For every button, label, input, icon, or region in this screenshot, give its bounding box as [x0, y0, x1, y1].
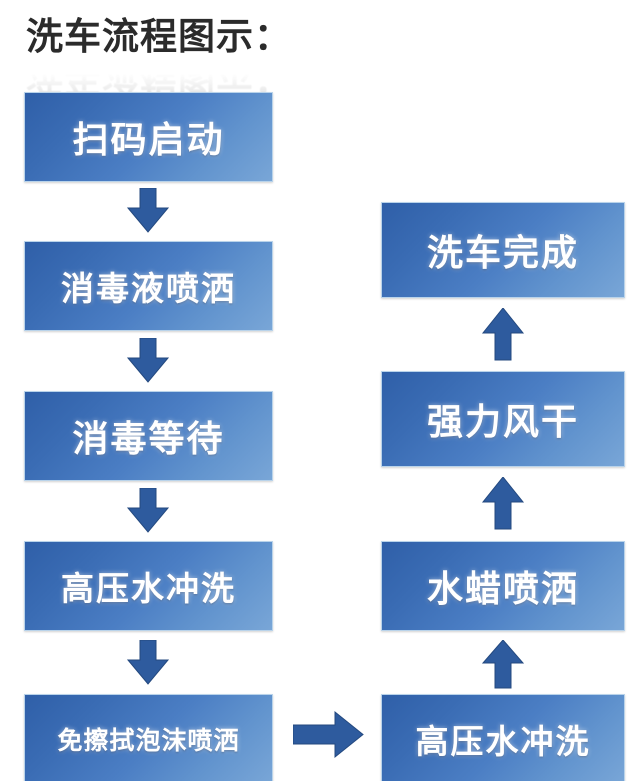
node-label: 扫码启动 — [72, 120, 225, 161]
node-label: 消毒等待 — [72, 419, 225, 460]
node-disinfect-spray[interactable]: 消毒液喷洒 — [24, 241, 273, 331]
arrow-down-icon-2 — [126, 338, 170, 384]
arrow-down-icon-4 — [126, 640, 170, 686]
arrow-down-icon-3 — [126, 488, 170, 534]
arrow-up-icon-1 — [481, 308, 525, 362]
node-power-dry[interactable]: 强力风干 — [381, 371, 625, 467]
arrow-right-icon — [293, 708, 365, 762]
node-high-pressure-rinse-1[interactable]: 高压水冲洗 — [24, 541, 273, 631]
node-high-pressure-rinse-2[interactable]: 高压水冲洗 — [381, 694, 625, 781]
arrow-up-icon-3 — [481, 640, 525, 690]
node-wax-spray[interactable]: 水蜡喷洒 — [381, 541, 625, 631]
node-label: 免擦拭泡沫喷洒 — [57, 726, 240, 755]
node-scan-start[interactable]: 扫码启动 — [24, 92, 273, 182]
node-label: 洗车完成 — [426, 233, 579, 274]
node-label: 消毒液喷洒 — [61, 269, 236, 308]
node-disinfect-wait[interactable]: 消毒等待 — [24, 391, 273, 481]
page-title-text: 洗车流程图示： — [26, 15, 292, 58]
node-foam-spray[interactable]: 免擦拭泡沫喷洒 — [24, 694, 273, 781]
arrow-up-icon-2 — [481, 477, 525, 531]
node-label: 强力风干 — [426, 402, 579, 443]
node-label: 水蜡喷洒 — [426, 569, 579, 610]
node-label: 高压水冲洗 — [61, 569, 236, 608]
arrow-down-icon-1 — [126, 188, 170, 234]
page-title: 洗车流程图示： 洗车流程图示： — [26, 14, 356, 103]
node-label: 高压水冲洗 — [415, 722, 591, 761]
node-wash-complete[interactable]: 洗车完成 — [381, 202, 625, 298]
